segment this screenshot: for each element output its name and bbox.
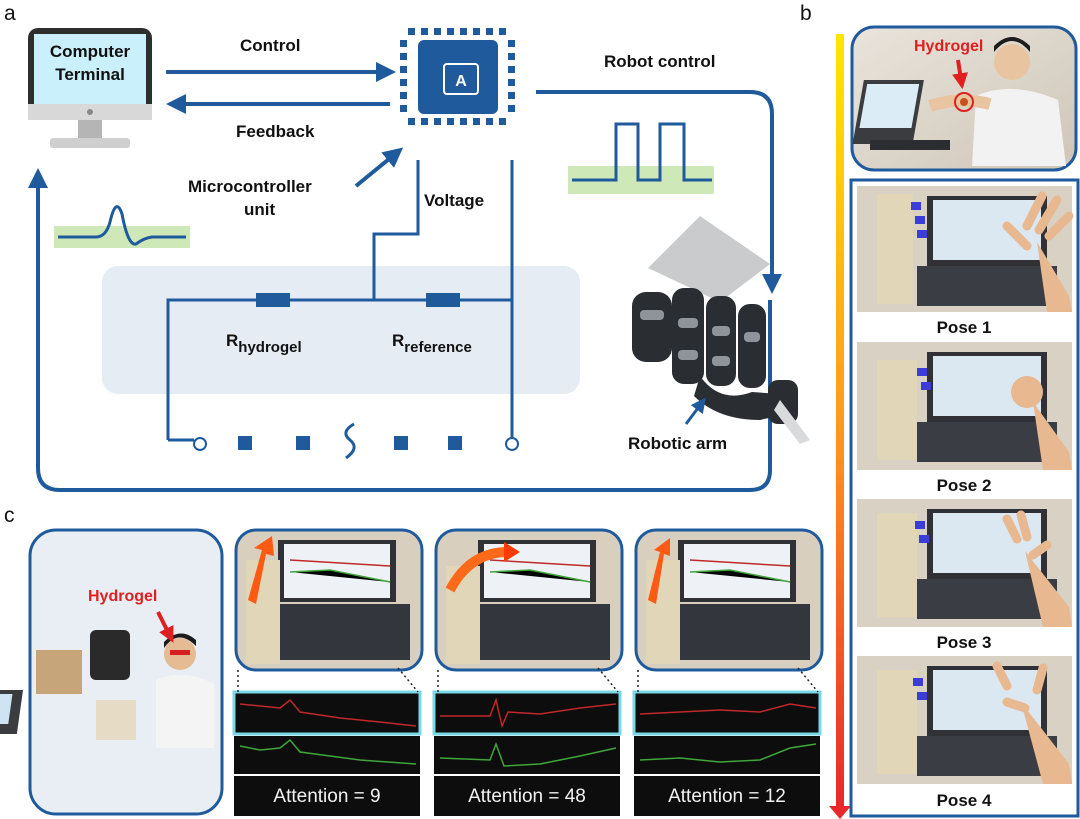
green-trace-panel-3 — [634, 736, 820, 774]
green-trace-panel-2 — [434, 736, 620, 774]
mcu-label-2: unit — [244, 200, 275, 219]
computer-terminal-label-2: Terminal — [55, 65, 125, 84]
green-trace-2 — [439, 741, 617, 767]
square-wave-icon — [568, 122, 714, 194]
hydrogel-arrow-b — [952, 59, 968, 90]
red-trace-2 — [440, 697, 617, 729]
voltage-label: Voltage — [424, 191, 484, 210]
pose-label-2: Pose 2 — [937, 476, 992, 495]
circuit-background — [102, 266, 580, 394]
computer-terminal-label-1: Computer — [50, 42, 131, 61]
r-hydrogel-label: Rhydrogel — [226, 331, 302, 356]
pose-label-3: Pose 3 — [937, 633, 992, 652]
attention-value-3: Attention = 12 — [668, 786, 786, 807]
hydrogel-user-photo — [850, 25, 1078, 172]
pose-photo-3 — [857, 499, 1072, 627]
control-label: Control — [240, 36, 300, 55]
computer-terminal-icon — [28, 28, 152, 148]
resistor-hydrogel-icon — [256, 293, 290, 307]
feedback-loop-arrow — [28, 168, 772, 492]
attention-value-2: Attention = 48 — [468, 786, 586, 807]
robot-control-label: Robot control — [604, 52, 715, 71]
arm-photo-3 — [634, 528, 824, 672]
resistor-reference-icon — [426, 293, 460, 307]
mcu-label-1: Microcontroller — [188, 177, 312, 196]
red-trace-panel-2 — [432, 690, 622, 736]
attention-box-1 — [234, 776, 420, 816]
progression-gradient-bar — [836, 34, 844, 808]
robotic-arm-label: Robotic arm — [628, 434, 727, 453]
signal-wave-icon — [54, 205, 190, 248]
mcu-arrow — [354, 147, 404, 188]
red-trace-panel-3 — [632, 690, 822, 736]
red-trace-3 — [639, 703, 817, 715]
attention-box-2 — [434, 776, 620, 816]
robot-control-arrow — [536, 90, 782, 294]
pose-photo-4 — [857, 656, 1072, 784]
panel-label-a: a — [4, 2, 16, 25]
hydrogel-arrow-c — [156, 611, 174, 643]
microcontroller-chip-icon — [400, 28, 515, 125]
pose-photo-2 — [857, 342, 1072, 470]
r-reference-label: Rreference — [392, 331, 472, 356]
arm-photo-1 — [234, 528, 424, 672]
attention-column-1: Attention = 9 — [232, 528, 424, 816]
robotic-arm-arrow — [684, 397, 706, 425]
panel-label-b: b — [800, 2, 812, 25]
chip-label: A — [455, 73, 467, 90]
green-trace-3 — [639, 743, 817, 763]
red-trace-panel-1 — [232, 690, 422, 736]
attention-column-3: Attention = 12 — [632, 528, 824, 816]
attention-box-3 — [634, 776, 820, 816]
green-trace-1 — [239, 738, 417, 765]
hydrogel-label-c: Hydrogel — [88, 588, 157, 605]
panel-label-c: c — [4, 504, 15, 527]
progression-arrow-head — [829, 806, 851, 819]
robotic-hand-icon — [632, 216, 810, 444]
circuit-terminals — [168, 422, 519, 460]
hydrogel-head-photo — [0, 528, 224, 816]
poses-frame — [849, 178, 1080, 818]
pose-label-4: Pose 4 — [937, 791, 992, 810]
arm-photo-2 — [434, 528, 624, 672]
pose-label-1: Pose 1 — [937, 318, 992, 337]
attention-value-1: Attention = 9 — [273, 786, 380, 807]
hydrogel-label-b: Hydrogel — [914, 38, 983, 55]
red-trace-1 — [239, 698, 417, 727]
feedback-label: Feedback — [236, 122, 315, 141]
circuit-wires — [166, 160, 514, 440]
attention-column-2: Attention = 48 — [432, 528, 624, 816]
pose-photo-1 — [857, 186, 1074, 312]
